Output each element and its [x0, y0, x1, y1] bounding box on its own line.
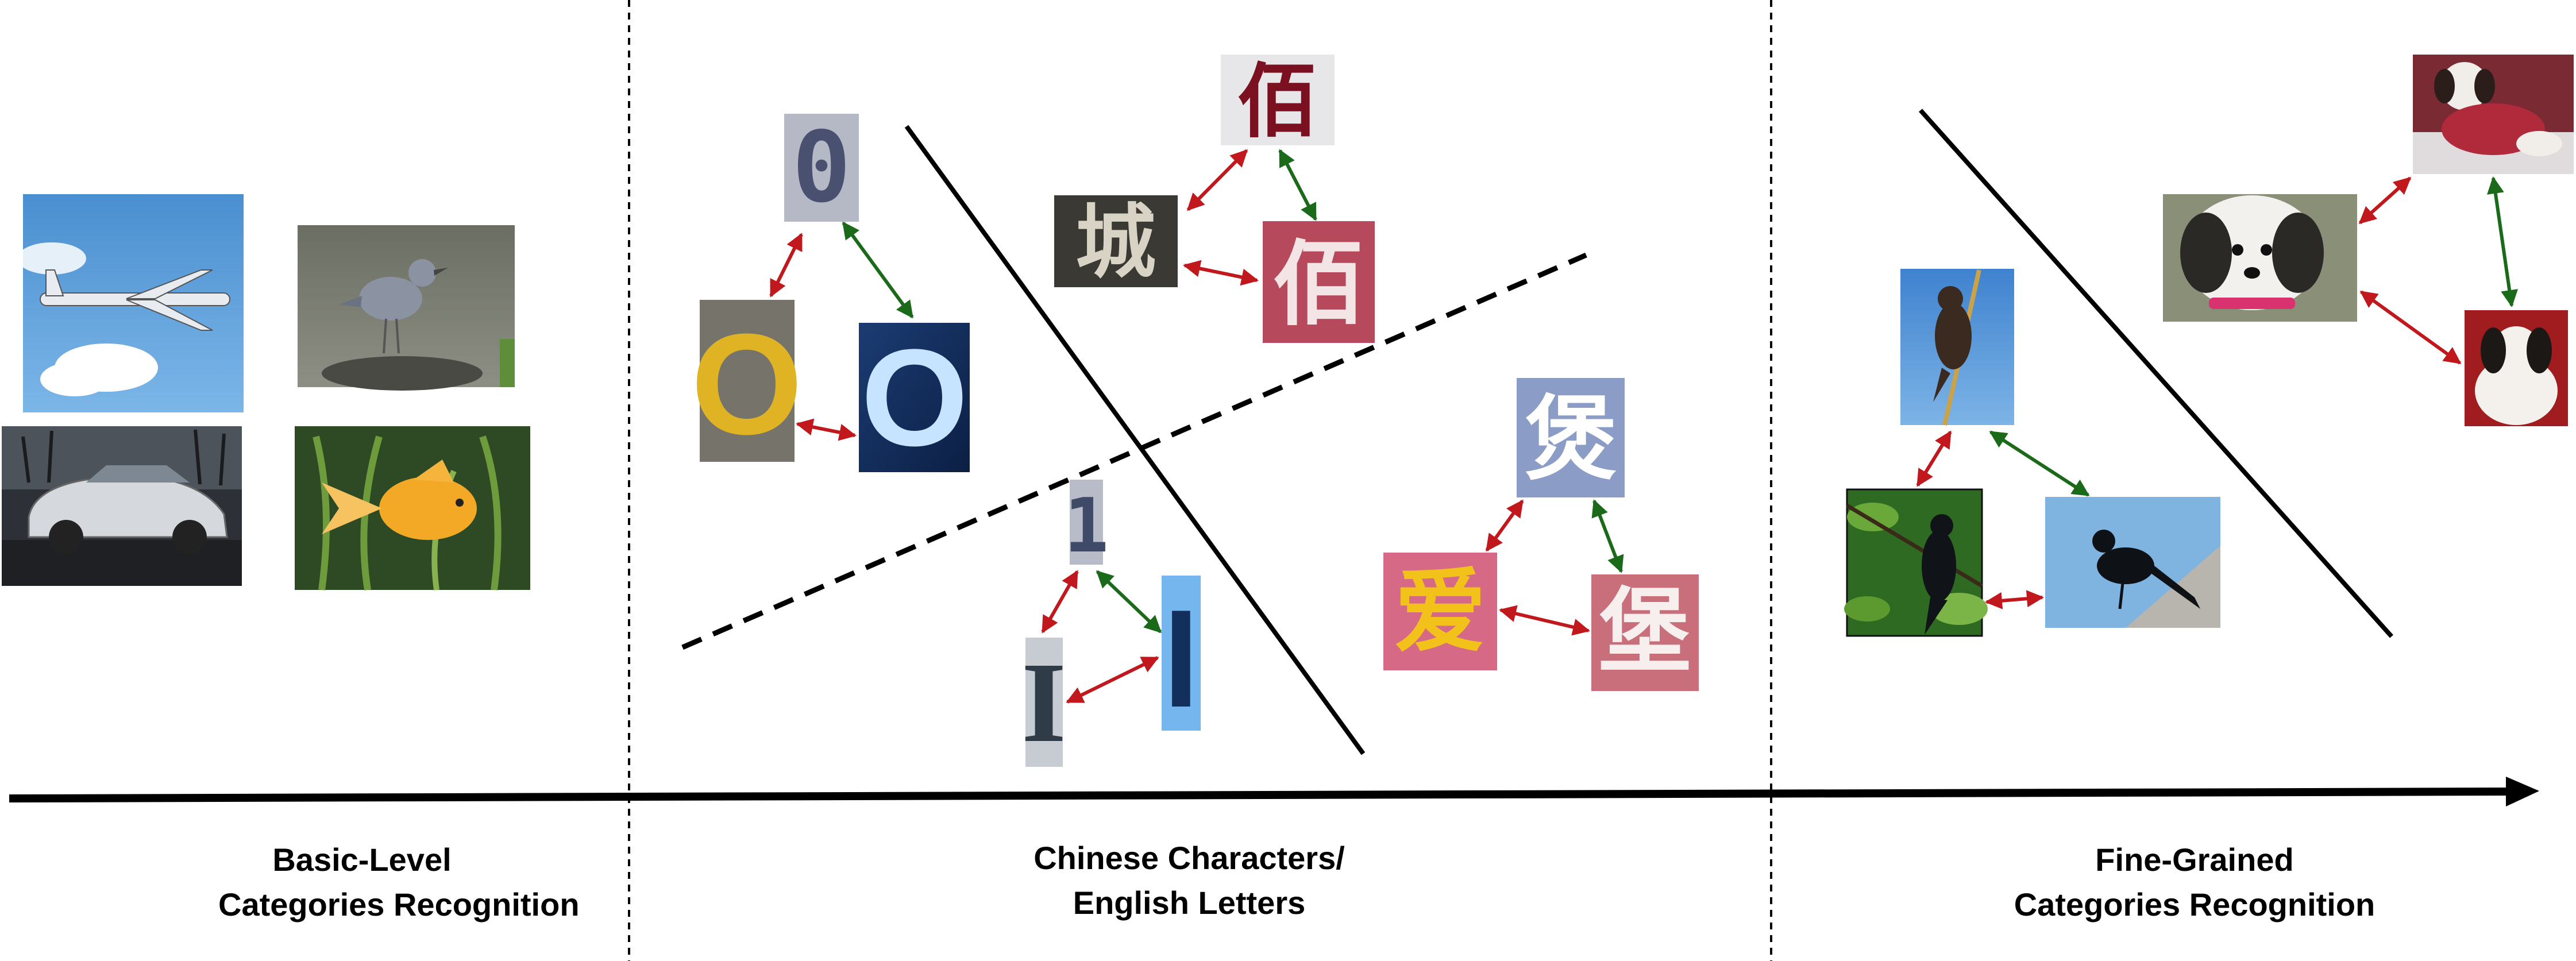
tile-char-ai-top: 煲	[1517, 378, 1625, 497]
glyph-char-ai: 爱	[1394, 558, 1486, 665]
airplane-icon	[40, 269, 230, 331]
image-bird-in-leaves	[1844, 488, 1988, 637]
label-fine-grained: Fine-Grained Categories Recognition	[1965, 838, 2424, 927]
decision-boundary-fine	[1919, 109, 2393, 638]
tile-letter-i-bracket: I	[1021, 638, 1066, 767]
bird-icon	[339, 259, 448, 354]
label-basic-level: Basic-Level Categories Recognition	[218, 838, 580, 927]
grackle-icon-leaves	[1922, 514, 1956, 635]
tile-digit-zero: 0	[784, 111, 859, 225]
image-bird-on-reed	[1900, 269, 2014, 426]
bird-icon-reed	[1933, 286, 1972, 402]
image-airplane	[17, 194, 244, 412]
glyph-digit-zero: 0	[792, 111, 851, 225]
label-fine-grained-line2: Categories Recognition	[2014, 886, 2376, 923]
label-basic-level-line2: Categories Recognition	[218, 886, 580, 923]
label-chinese-english-line2: English Letters	[1073, 885, 1306, 921]
dog-icon-red-coat	[2434, 62, 2562, 156]
image-dog-japanese-chin	[2465, 310, 2568, 426]
arrow-redcoat-to-chin	[2487, 176, 2518, 307]
label-chinese-english: Chinese Characters/ English Letters	[994, 836, 1385, 925]
image-dog-shih-tzu	[2163, 194, 2357, 322]
arrow-bai-top-to-cheng	[1186, 149, 1248, 211]
glyph-char-ai-top: 煲	[1525, 385, 1617, 493]
arrow-reed-to-rock	[1989, 430, 2090, 497]
tile-char-ai: 爱	[1383, 553, 1497, 670]
image-dog-red-coat	[2413, 55, 2574, 174]
arrow-reed-to-leaves	[1916, 430, 1952, 487]
label-basic-level-line1: Basic-Level	[272, 842, 452, 878]
glyph-letter-i-bracket: I	[1021, 639, 1066, 766]
tile-letter-l: l	[1162, 576, 1201, 735]
tile-char-bai-top: 佰	[1221, 55, 1335, 149]
label-chinese-english-line1: Chinese Characters/	[1034, 840, 1345, 876]
progression-axis-arrowhead	[2506, 777, 2539, 806]
glyph-letter-o-yellow: O	[691, 304, 803, 464]
dog-icon-shih-tzu	[2180, 195, 2324, 310]
tile-letter-o-blue: O	[859, 321, 970, 474]
glyph-letter-o-blue: O	[861, 321, 969, 474]
progression-axis	[9, 788, 2517, 802]
glyph-char-cheng: 城	[1075, 196, 1156, 290]
arrow-redcoat-to-shihtzu	[2358, 176, 2412, 225]
goldfish-icon	[322, 460, 477, 540]
tile-char-bao: 堡	[1591, 574, 1699, 691]
glyph-letter-l: l	[1163, 587, 1200, 735]
label-fine-grained-line1: Fine-Grained	[2095, 842, 2294, 878]
image-car	[2, 426, 242, 586]
arrow-ai-to-bao	[1499, 605, 1590, 636]
glyph-char-bai: 佰	[1273, 230, 1365, 338]
arrow-zero-to-yellow-o	[769, 233, 803, 298]
tile-letter-o-yellow: O	[691, 300, 803, 464]
glyph-char-bai-top: 佰	[1237, 55, 1318, 149]
glyph-digit-one: 1	[1064, 482, 1109, 569]
tile-char-bai: 佰	[1263, 221, 1375, 343]
image-goldfish	[295, 426, 530, 591]
arrow-bai-top-to-bai	[1278, 149, 1317, 221]
car-icon	[28, 465, 228, 554]
grackle-icon-rock	[2092, 530, 2200, 609]
image-bird-on-rock	[298, 225, 515, 391]
tile-digit-one: 1	[1064, 480, 1109, 569]
arrow-leaves-to-rock	[1985, 590, 2044, 609]
decision-boundary-solid	[904, 125, 1366, 755]
arrow-shihtzu-to-chin	[2359, 290, 2462, 365]
image-bird-on-rock-sky	[2045, 497, 2220, 628]
arrow-yellow-o-to-blue-o	[796, 418, 857, 441]
arrow-ai-top-to-ai	[1485, 499, 1524, 552]
arrow-cheng-to-bai	[1183, 260, 1259, 286]
dog-icon-japanese-chin	[2475, 326, 2558, 425]
arrow-one-to-i	[1041, 570, 1079, 634]
glyph-char-bao: 堡	[1599, 578, 1691, 685]
tile-char-cheng: 城	[1054, 195, 1178, 290]
arrow-one-to-l	[1096, 570, 1162, 634]
arrow-ai-top-to-bao	[1591, 499, 1624, 573]
arrow-zero-to-blue-o	[842, 221, 914, 319]
arrow-i-to-l	[1066, 656, 1159, 704]
